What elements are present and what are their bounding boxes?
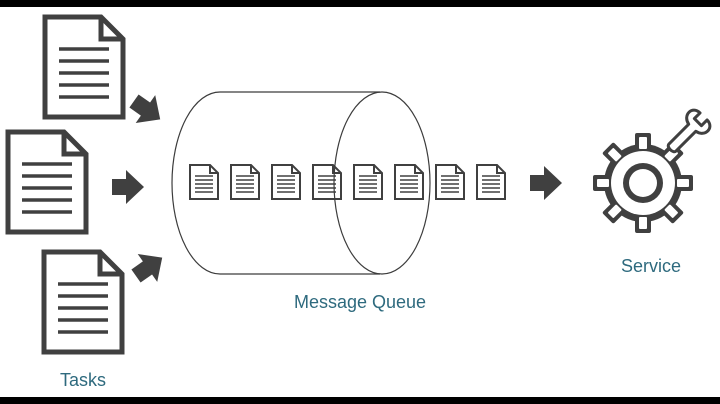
diagram-svg <box>0 7 712 397</box>
arrow-right-icon-service <box>530 166 562 200</box>
task-document-icon-1 <box>45 17 123 117</box>
diagram-canvas: Tasks Message Queue Service <box>0 7 720 397</box>
queued-message-icon-2 <box>230 164 260 200</box>
cylinder-queue-icon <box>171 91 380 275</box>
gear-icon <box>593 133 693 233</box>
queue-front-end <box>333 91 431 275</box>
arrow-right-icon-task-1 <box>124 87 170 134</box>
arrow-right-icon-task-3 <box>126 243 172 290</box>
service-label: Service <box>620 256 682 276</box>
task-document-icon-2 <box>8 132 86 232</box>
queued-message-icon-6 <box>394 164 424 200</box>
queued-message-icon-7 <box>435 164 465 200</box>
arrow-right-icon-task-2 <box>112 170 144 204</box>
tasks-label: Tasks <box>59 370 107 390</box>
queued-message-icon-5 <box>353 164 383 200</box>
queued-message-icon-3 <box>271 164 301 200</box>
queued-message-icon-8 <box>476 164 506 200</box>
wrench-icon <box>666 108 712 154</box>
message-queue-label: Message Queue <box>293 292 427 312</box>
queued-message-icon-4 <box>312 164 342 200</box>
task-document-icon-3 <box>44 252 122 352</box>
queued-message-icon-1 <box>189 164 219 200</box>
